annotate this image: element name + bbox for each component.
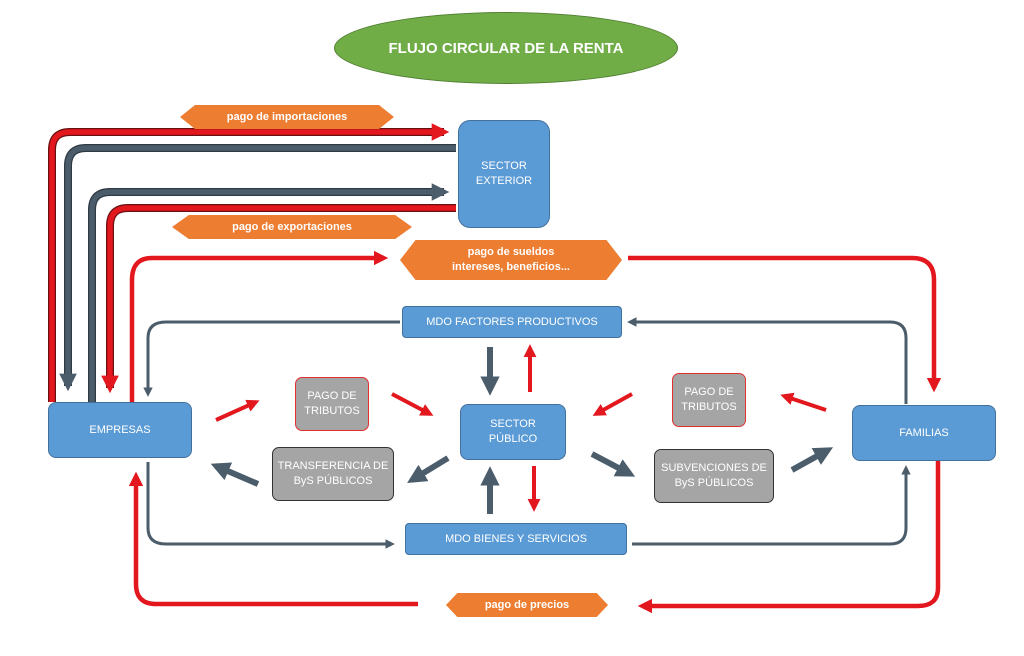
label-pago-sueldos: pago de sueldos intereses, beneficios...: [400, 240, 622, 280]
mdo-bienes-box: MDO BIENES Y SERVICIOS: [405, 523, 627, 555]
arrow-bienes-familias: [632, 465, 911, 546]
diagram-title: FLUJO CIRCULAR DE LA RENTA: [334, 12, 678, 84]
arrow-empresas-tributos: [215, 399, 260, 422]
empresas-box: EMPRESAS: [48, 402, 192, 458]
pago-tributos-right-box: PAGO DE TRIBUTOS: [672, 373, 746, 427]
sector-exterior-box: SECTOR EXTERIOR: [458, 120, 550, 228]
subvenciones-box: SUBVENCIONES DE ByS PÚBLICOS: [654, 449, 774, 503]
arrow-precios-empresas: [128, 471, 418, 607]
pago-tributos-left-box: PAGO DE TRIBUTOS: [295, 377, 369, 431]
arrow-publico-transferencia: [407, 455, 450, 484]
label-pago-exportaciones: pago de exportaciones: [172, 215, 412, 239]
label-pago-precios: pago de precios: [446, 593, 608, 617]
arrow-exterior-empresas: [64, 144, 456, 386]
mdo-factores-box: MDO FACTORES PRODUCTIVOS: [402, 306, 622, 338]
arrow-tributos-publico: [391, 392, 434, 416]
arrow-publico-subvenciones: [590, 451, 636, 477]
arrow-familias-precios: [637, 460, 941, 614]
arrow-factores-empresas: [143, 320, 400, 397]
sector-publico-box: SECTOR PÚBLICO: [460, 404, 566, 460]
label-pago-importaciones: pago de importaciones: [180, 105, 394, 129]
arrow-empresas-sueldos: [129, 250, 389, 402]
arrow-sueldos-familias: [628, 255, 942, 393]
arrow-empresas-bienes: [146, 462, 395, 549]
arrow-familias-factores: [627, 317, 908, 404]
transferencia-box: TRANSFERENCIA DE ByS PÚBLICOS: [272, 447, 394, 501]
arrow-subvenciones-familias: [790, 447, 834, 473]
familias-box: FAMILIAS: [852, 405, 996, 461]
arrow-familias-tributos: [780, 392, 827, 412]
arrow-tributos-right-publico: [592, 392, 633, 416]
arrow-transferencia-empresas: [210, 462, 260, 487]
